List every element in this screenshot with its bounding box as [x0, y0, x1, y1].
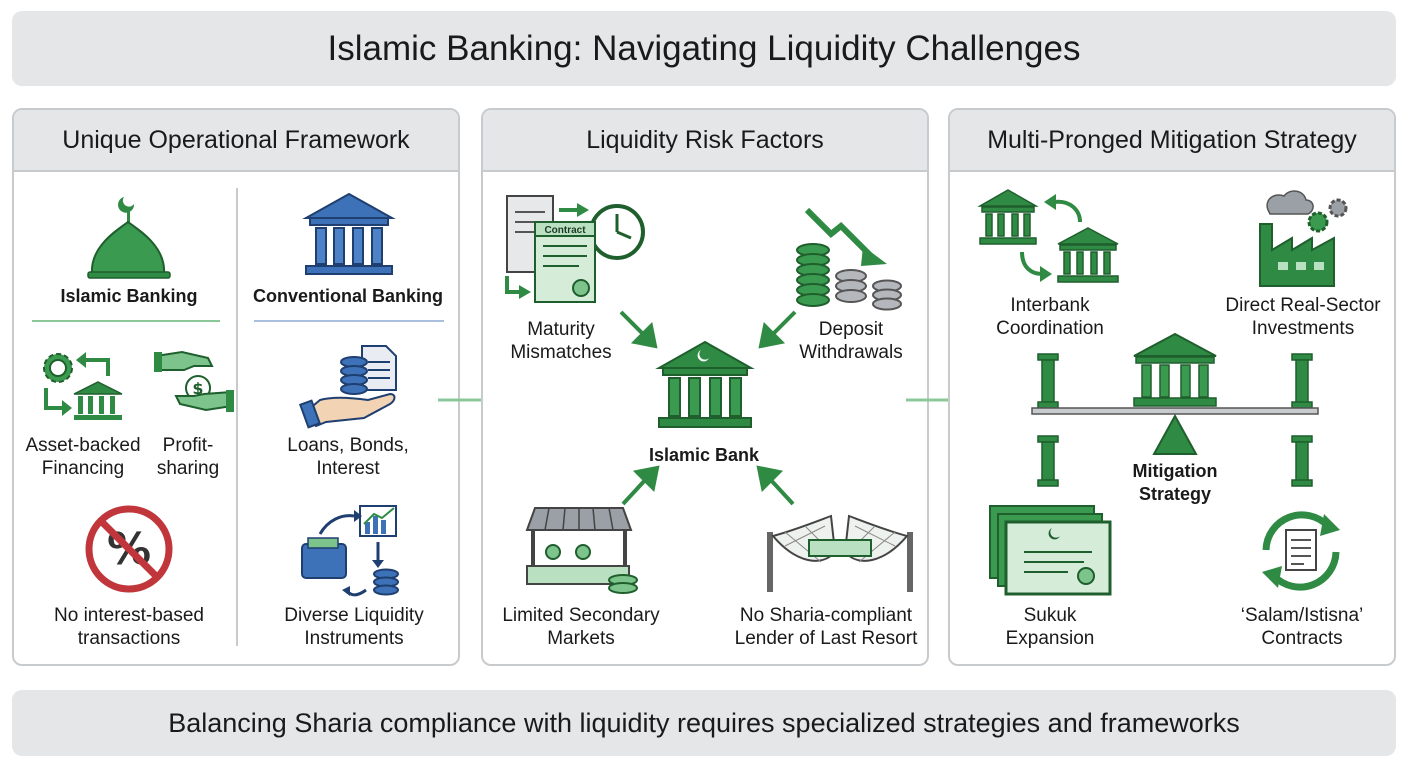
no-interest-icon: %	[85, 505, 173, 593]
title-banner: Islamic Banking: Navigating Liquidity Ch…	[12, 11, 1396, 86]
no-lender-label: No Sharia-compliant Lender of Last Resor…	[734, 605, 918, 649]
interbank-coordination-label: Interbank Coordination	[996, 295, 1104, 339]
diverse-liquidity-label: Diverse Liquidity Instruments	[284, 605, 424, 649]
asset-backed-financing-label: Asset-backed Financing	[25, 435, 141, 479]
maturity-mismatches-label: Maturity Mismatches	[510, 319, 612, 363]
deposit-withdrawals-label: Deposit Withdrawals	[799, 319, 903, 363]
profit-sharing-hands-icon: $	[154, 350, 234, 412]
real-sector-investments-label: Direct Real-Sector Investments	[1225, 295, 1381, 339]
footer-banner: Balancing Sharia compliance with liquidi…	[12, 690, 1396, 756]
sukuk-certificates-icon	[989, 505, 1112, 596]
risk-arrows-icon	[619, 310, 797, 506]
mosque-dome-icon	[87, 197, 171, 279]
no-interest-label: No interest-based transactions	[54, 605, 204, 649]
panel-operational-framework: Unique Operational Framework Islamic Ban…	[12, 108, 460, 666]
panel-title: Multi-Pronged Mitigation Strategy	[950, 110, 1394, 172]
islamic-bank-icon	[655, 340, 755, 428]
islamic-heading-underline	[32, 320, 220, 322]
falling-coins-icon	[796, 207, 902, 311]
hand-coins-document-icon	[298, 345, 397, 429]
conventional-bank-icon	[302, 192, 396, 275]
salam-istisna-label: ‘Salam/Istisna’ Contracts	[1240, 605, 1364, 649]
islamic-bank-label: Islamic Bank	[648, 445, 760, 465]
panel-liquidity-risk-factors: Liquidity Risk Factors Contract Maturity…	[481, 108, 929, 666]
contract-cycle-icon	[1262, 511, 1340, 591]
contract-badge: Contract	[544, 225, 586, 236]
panel-title: Unique Operational Framework	[14, 110, 458, 172]
market-stall-icon	[525, 507, 638, 594]
mitigation-strategy-label: Mitigation Strategy	[1132, 461, 1218, 504]
conventional-heading-underline	[254, 320, 444, 322]
profit-sharing-label: Profit-sharing	[156, 435, 220, 479]
svg-text:$: $	[192, 379, 203, 398]
islamic-banking-heading: Islamic Banking	[60, 286, 198, 306]
sukuk-expansion-label: Sukuk Expansion	[1005, 605, 1095, 649]
limited-secondary-markets-label: Limited Secondary Markets	[502, 605, 660, 649]
page-title: Islamic Banking: Navigating Liquidity Ch…	[327, 28, 1081, 68]
balance-scale-icon	[1031, 332, 1319, 487]
broken-safety-net-icon	[767, 514, 913, 592]
panel-mitigation-strategy: Multi-Pronged Mitigation Strategy Interb…	[948, 108, 1396, 666]
panel-title: Liquidity Risk Factors	[483, 110, 927, 172]
contract-clock-icon: Contract	[505, 195, 645, 303]
interbank-icon	[977, 189, 1119, 283]
column-divider	[236, 188, 238, 646]
loans-bonds-interest-label: Loans, Bonds, Interest	[287, 435, 409, 479]
wallet-chart-coins-icon	[301, 505, 399, 597]
footer-text: Balancing Sharia compliance with liquidi…	[168, 707, 1240, 738]
conventional-banking-heading: Conventional Banking	[252, 286, 443, 306]
asset-backed-financing-icon	[43, 352, 123, 420]
factory-icon	[1259, 190, 1348, 287]
